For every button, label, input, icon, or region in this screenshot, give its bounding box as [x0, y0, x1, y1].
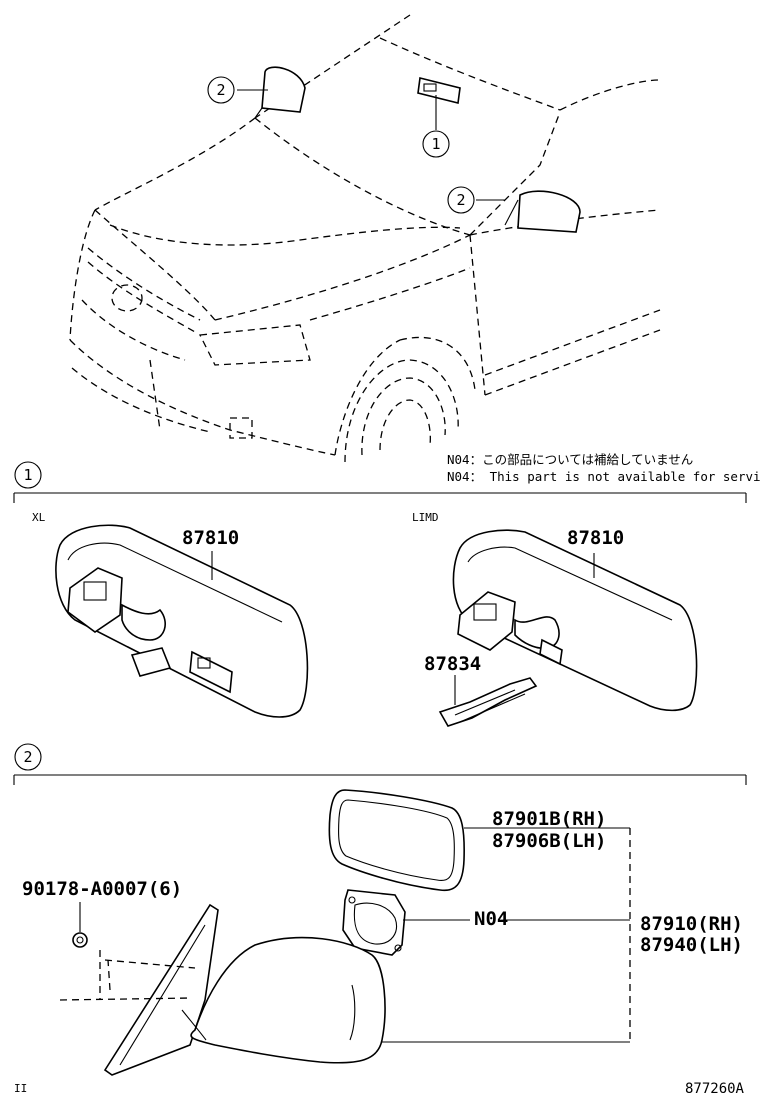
variant-xl-label: XL: [32, 511, 46, 524]
part-bolt: 90178-A0007(6): [22, 878, 182, 900]
figure-code: 877260A: [685, 1081, 745, 1097]
section-2-header: 2: [13, 743, 747, 785]
svg-text:2: 2: [456, 191, 465, 209]
callout-1-top: 1: [422, 130, 450, 158]
part-mirror-glass-rh: 87901B(RH): [492, 808, 606, 830]
car-illustration: [69, 14, 661, 463]
section-1-header: 1: [13, 461, 747, 503]
outer-mirror-assembly: [103, 903, 386, 1076]
svg-text:1: 1: [23, 466, 32, 484]
footer-mark: II: [14, 1082, 27, 1095]
svg-text:1: 1: [431, 135, 440, 153]
part-87810-limd: 87810: [567, 527, 624, 549]
variant-limd-label: LIMD: [412, 511, 439, 524]
inner-mirror-limd: [452, 529, 698, 712]
part-motor-note: N04: [474, 908, 508, 930]
part-mirror-glass-lh: 87906B(LH): [492, 830, 606, 852]
part-assembly-rh: 87910(RH): [640, 913, 743, 935]
part-assembly-lh: 87940(LH): [640, 934, 743, 956]
mirror-glass: [328, 789, 465, 892]
part-87810-xl: 87810: [182, 527, 239, 549]
part-87834: 87834: [424, 653, 481, 675]
note-english: N04： This part is not available for serv…: [447, 469, 760, 484]
note-japanese: N04：この部品については補給していません: [447, 452, 693, 467]
callout-2-top: 2: [207, 76, 235, 104]
inner-mirror-xl: [55, 524, 309, 718]
mirror-motor: [342, 889, 406, 956]
svg-text:2: 2: [216, 81, 225, 99]
bolt: [72, 932, 88, 948]
svg-text:2: 2: [23, 748, 32, 766]
mirror-cover: [438, 677, 538, 727]
callout-2-right: 2: [447, 186, 475, 214]
